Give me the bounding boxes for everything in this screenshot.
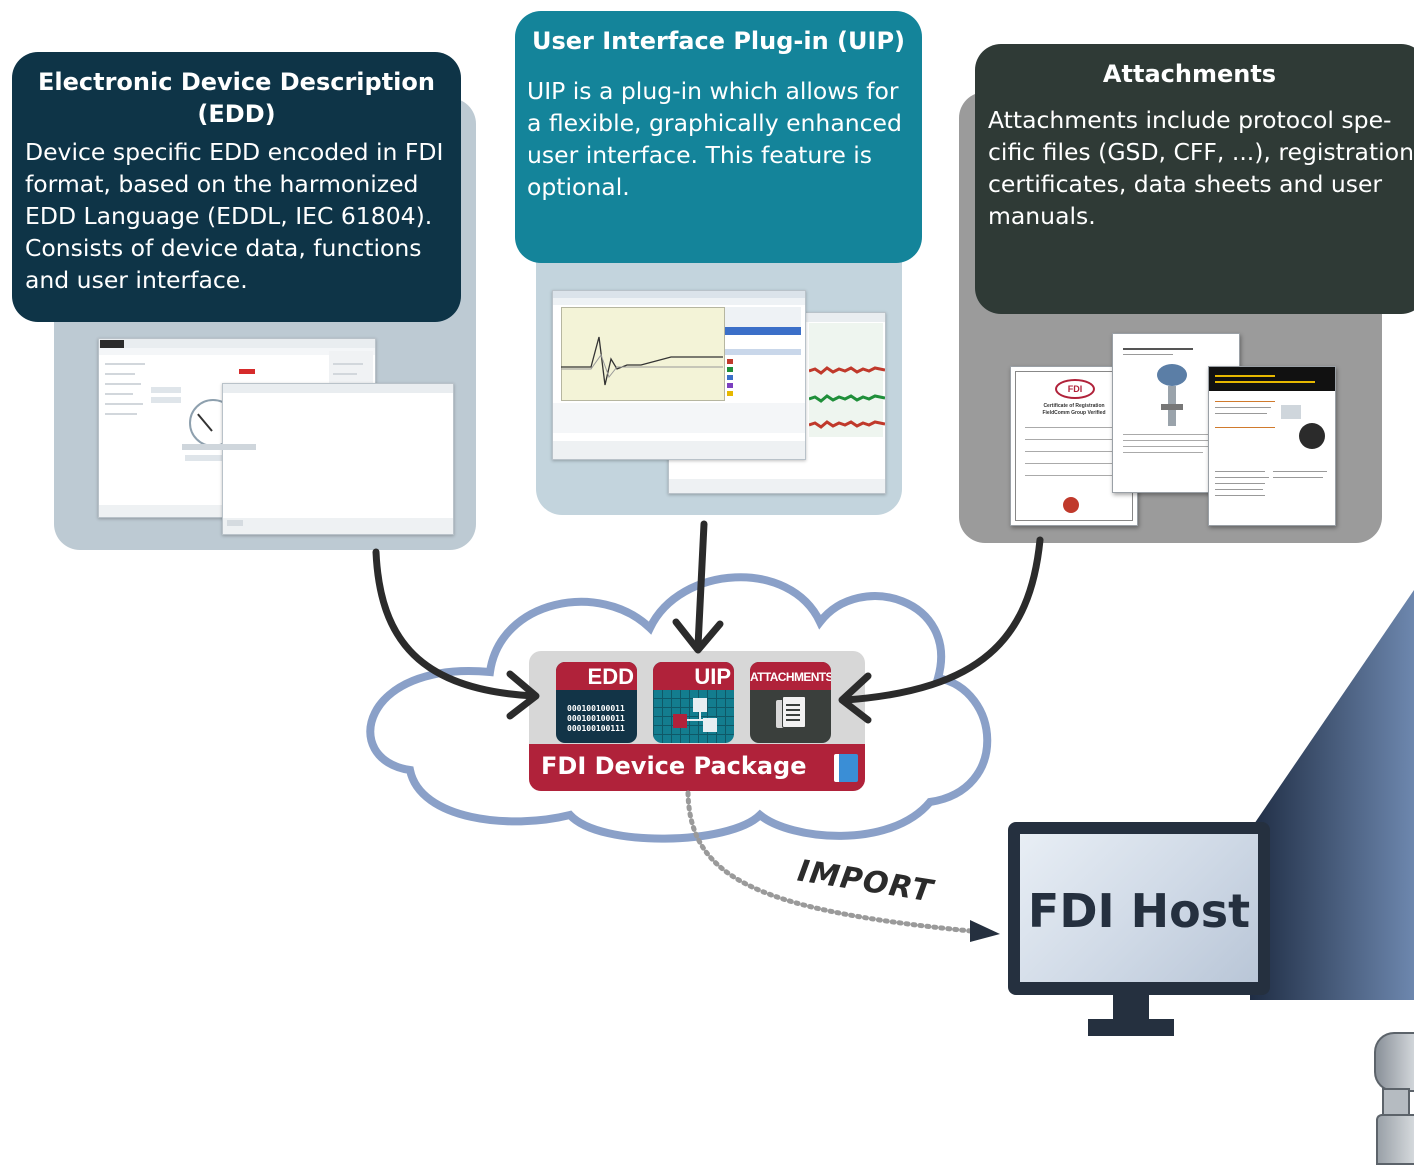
edd-arrowhead [506, 670, 540, 720]
uip-screenshot [552, 290, 806, 460]
edd-arrow [372, 548, 538, 700]
transmitter-image [1157, 364, 1187, 386]
book-icon [834, 754, 858, 782]
edd-binary-line-2: 000100100011 [567, 714, 625, 723]
import-arrowhead [970, 920, 1000, 942]
device-package-bar [529, 744, 865, 791]
manual-document [1208, 366, 1336, 526]
device-package-label: FDI Device Package [541, 752, 807, 780]
attachments-header: Attachments Attachments include protocol… [975, 44, 1414, 314]
edd-description: Device specific EDD encoded in FDI forma… [25, 138, 444, 294]
edd-screenshot-back [222, 383, 454, 535]
trend-chart [561, 307, 725, 401]
uip-title: User Interface Plug-in (UIP) [532, 27, 905, 55]
uip-tile: UIP [653, 662, 734, 743]
device-image [1299, 423, 1325, 449]
edd-header: Electronic Device Description (EDD) Devi… [12, 52, 461, 322]
edd-binary-line-1: 000100100011 [567, 704, 625, 713]
attachments-description: Attachments include protocol spe-cific f… [988, 106, 1414, 230]
edd-screenshot-front [100, 340, 322, 516]
attachments-arrow [842, 536, 1044, 704]
monitor-neck [1113, 995, 1149, 1019]
import-arrow [685, 790, 995, 936]
attachments-arrowhead [838, 672, 872, 724]
uip-header: User Interface Plug-in (UIP) UIP is a pl… [515, 11, 922, 263]
field-device-image [1368, 1028, 1414, 1165]
edd-binary-line-3: 000100100111 [567, 724, 625, 733]
monitor-base [1088, 1019, 1174, 1036]
host-beam [1250, 590, 1414, 1000]
attachments-title: Attachments [1102, 60, 1277, 88]
uip-arrow [694, 520, 708, 650]
edd-tile: EDD 000100100011 000100100011 0001001001… [556, 662, 637, 743]
edd-title: Electronic Device Description (EDD) [38, 68, 435, 128]
signal-plot [809, 366, 885, 429]
uip-description: UIP is a plug-in which allows for a flex… [527, 77, 902, 201]
seal-icon [1063, 497, 1079, 513]
uip-arrowhead [672, 618, 724, 654]
attachments-tile: ATTACHMENTS [750, 662, 831, 743]
fdi-logo: FDI [1055, 379, 1095, 399]
network-icon [693, 698, 707, 712]
host-screen [1020, 834, 1258, 982]
host-label: FDI Host [1027, 884, 1251, 938]
